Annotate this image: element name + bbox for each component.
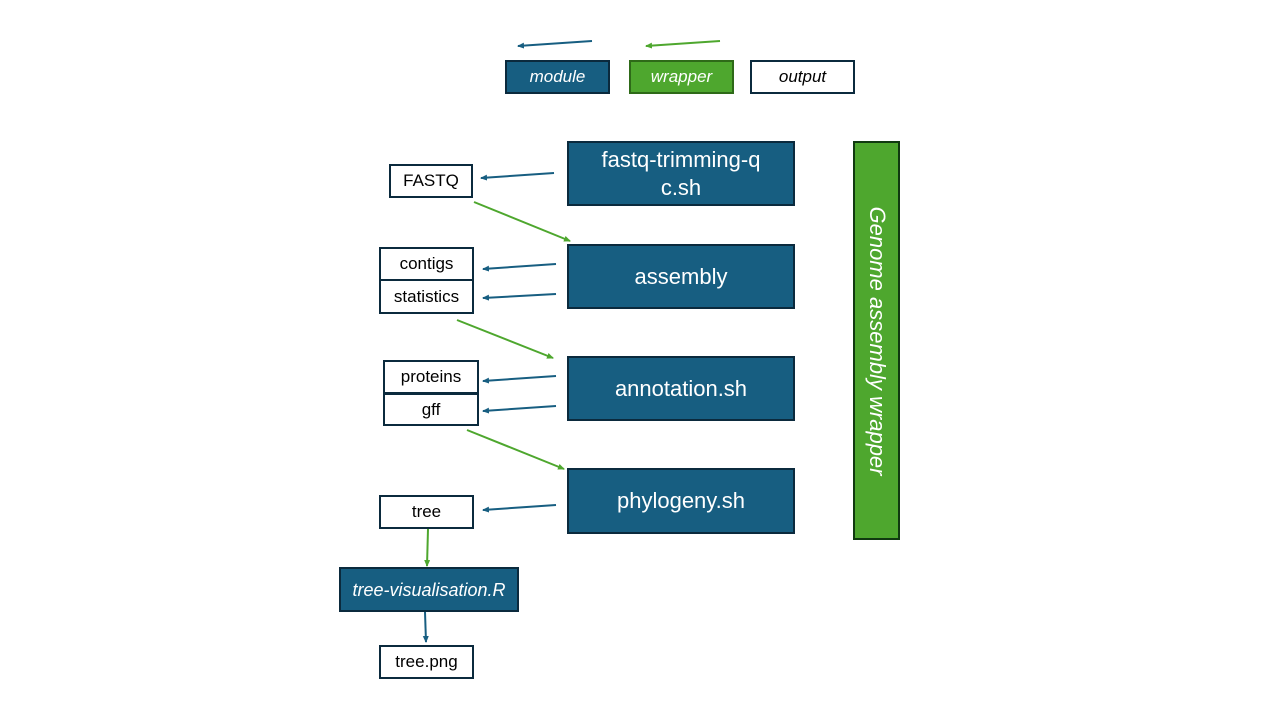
output-statistics-label: statistics	[393, 286, 460, 306]
arrow-tree-to-treevis	[424, 528, 431, 567]
arrow-statistics-to-annotation	[456, 319, 554, 359]
output-gff: gff	[383, 393, 479, 426]
module-tree-visualisation-label: tree-visualisation.R	[352, 579, 506, 600]
arrow-fastq-to-fastq-output	[480, 172, 555, 181]
genome-assembly-wrapper-bar: Genome assembly wrapper	[853, 141, 900, 540]
module-phylogeny-label: phylogeny.sh	[616, 488, 745, 513]
module-annotation-label: annotation.sh	[614, 375, 748, 401]
module-assembly: assembly	[567, 244, 795, 309]
output-contigs: contigs	[379, 247, 474, 281]
output-statistics: statistics	[379, 281, 474, 314]
output-fastq: FASTQ	[389, 164, 473, 198]
output-proteins: proteins	[383, 360, 479, 394]
arrow-annotation-to-proteins	[482, 375, 557, 384]
legend-wrapper-label: wrapper	[650, 67, 713, 86]
arrow-assembly-to-contigs	[482, 263, 557, 272]
module-tree-visualisation: tree-visualisation.R	[339, 567, 519, 612]
output-gff-label: gff	[421, 399, 441, 419]
genome-assembly-wrapper-label: Genome assembly wrapper	[864, 205, 890, 476]
module-fastq-trimming-qc-label: fastq-trimming-qc.sh	[601, 146, 761, 200]
legend-wrapper-box: wrapper	[629, 60, 734, 94]
output-tree: tree	[379, 495, 474, 529]
arrow-gff-to-phylogeny	[466, 429, 565, 470]
legend-module-arrow	[517, 40, 593, 49]
module-fastq-trimming-qc: fastq-trimming-qc.sh	[567, 141, 795, 206]
module-annotation: annotation.sh	[567, 356, 795, 421]
module-assembly-label: assembly	[634, 263, 728, 289]
output-fastq-label: FASTQ	[403, 171, 459, 190]
output-tree-label: tree	[411, 502, 442, 521]
arrow-treevis-to-treepng	[422, 611, 429, 643]
arrow-phylogeny-to-tree	[482, 504, 557, 513]
legend-output-label: output	[778, 67, 827, 86]
module-phylogeny: phylogeny.sh	[567, 468, 795, 534]
output-contigs-label: contigs	[399, 254, 454, 273]
legend-module-label: module	[529, 67, 586, 86]
output-proteins-label: proteins	[400, 367, 462, 386]
arrow-annotation-to-gff	[482, 405, 557, 414]
legend-module-box: module	[505, 60, 610, 94]
legend-output-box: output	[750, 60, 855, 94]
output-tree-png: tree.png	[379, 645, 474, 679]
legend-wrapper-arrow	[645, 40, 721, 49]
output-tree-png-label: tree.png	[395, 652, 458, 671]
arrow-fastq-output-to-assembly	[473, 201, 571, 242]
arrow-assembly-to-statistics	[482, 293, 557, 301]
